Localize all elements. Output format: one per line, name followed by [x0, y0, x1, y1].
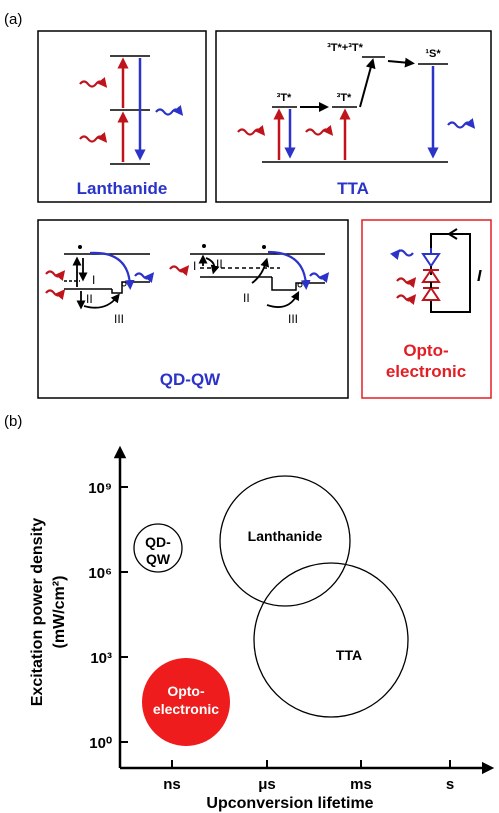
qd-label-two: II [86, 292, 93, 306]
y-tick-label: 10⁹ [88, 480, 112, 497]
x-tick-label: μs [258, 776, 276, 793]
region-lanthanide-label: Lanthanide [248, 528, 323, 544]
opto-title-line2: electronic [386, 362, 466, 381]
photon-out-icon [155, 105, 184, 116]
tta-label-singlet: ¹S* [425, 48, 441, 60]
photon-in-icon [237, 125, 266, 136]
photon-in-icon [396, 294, 417, 305]
region-opto-label-line1: Opto- [167, 683, 205, 699]
panel-label-a: (a) [4, 11, 22, 28]
y-ticks [120, 486, 128, 743]
qdqw-box: I II III I II II III QD-QW [37, 219, 349, 399]
photon-out-icon [390, 249, 414, 260]
x-axis-label: Upconversion lifetime [206, 795, 373, 812]
region-qdqw-label-line1: QD- [145, 534, 171, 550]
opto-title-line1: Opto- [403, 341, 448, 360]
tta-label-t1: ³T* [277, 92, 292, 104]
qw-label-two-a: II [216, 257, 223, 271]
region-opto-label-line2: electronic [153, 701, 219, 717]
tta-label-t2: ³T* [337, 92, 352, 104]
tta-label-sum: ³T*+³T* [327, 42, 363, 54]
photon-in-icon [305, 125, 334, 136]
region-opto [142, 658, 230, 746]
y-axis-label-line1: Excitation power density [29, 518, 46, 707]
region-tta-label: TTA [336, 647, 362, 663]
current-label: I [477, 268, 482, 285]
x-ticks [171, 760, 451, 768]
x-tick-label: ns [163, 776, 181, 793]
x-tick-label: ms [350, 776, 372, 793]
y-tick-label: 10³ [90, 650, 112, 667]
panel-label-b: (b) [4, 413, 22, 430]
tta-title: TTA [337, 179, 369, 198]
photon-out-icon [134, 272, 155, 283]
qdqw-title: QD-QW [160, 370, 221, 389]
region-qdqw [133, 523, 183, 573]
photon-in-icon [79, 132, 108, 143]
y-tick-label: 10⁶ [88, 565, 112, 582]
photon-out-icon [309, 272, 330, 283]
lanthanide-title: Lanthanide [77, 179, 168, 198]
region-tta [253, 562, 409, 718]
region-qdqw-label-line2: QW [146, 551, 171, 567]
photon-in-icon [45, 289, 66, 300]
photon-in-icon [79, 77, 108, 88]
y-axis-label-line2: (mW/cm²) [51, 576, 68, 649]
lanthanide-box: Lanthanide [37, 30, 207, 203]
y-tick-label: 10⁰ [89, 735, 112, 752]
qd-label-three: III [114, 312, 124, 326]
lifetime-power-chart: ns μs ms s 10⁹ 10⁶ 10³ 10⁰ Upconversion … [29, 445, 495, 812]
photon-in-icon [169, 265, 190, 276]
x-tick-label: s [446, 776, 454, 793]
qw-label-three: III [288, 312, 298, 326]
region-lanthanide [219, 475, 351, 607]
tta-box: ³T* ³T* ³T*+³T* ¹S* TTA [215, 30, 492, 203]
opto-box: I Opto- electronic [361, 219, 492, 399]
qd-label-one: I [92, 273, 95, 287]
qw-label-two-b: II [243, 291, 250, 305]
qw-label-one: I [193, 259, 196, 273]
photon-in-icon [45, 270, 66, 281]
photon-out-icon [447, 118, 476, 129]
photon-in-icon [396, 277, 417, 288]
